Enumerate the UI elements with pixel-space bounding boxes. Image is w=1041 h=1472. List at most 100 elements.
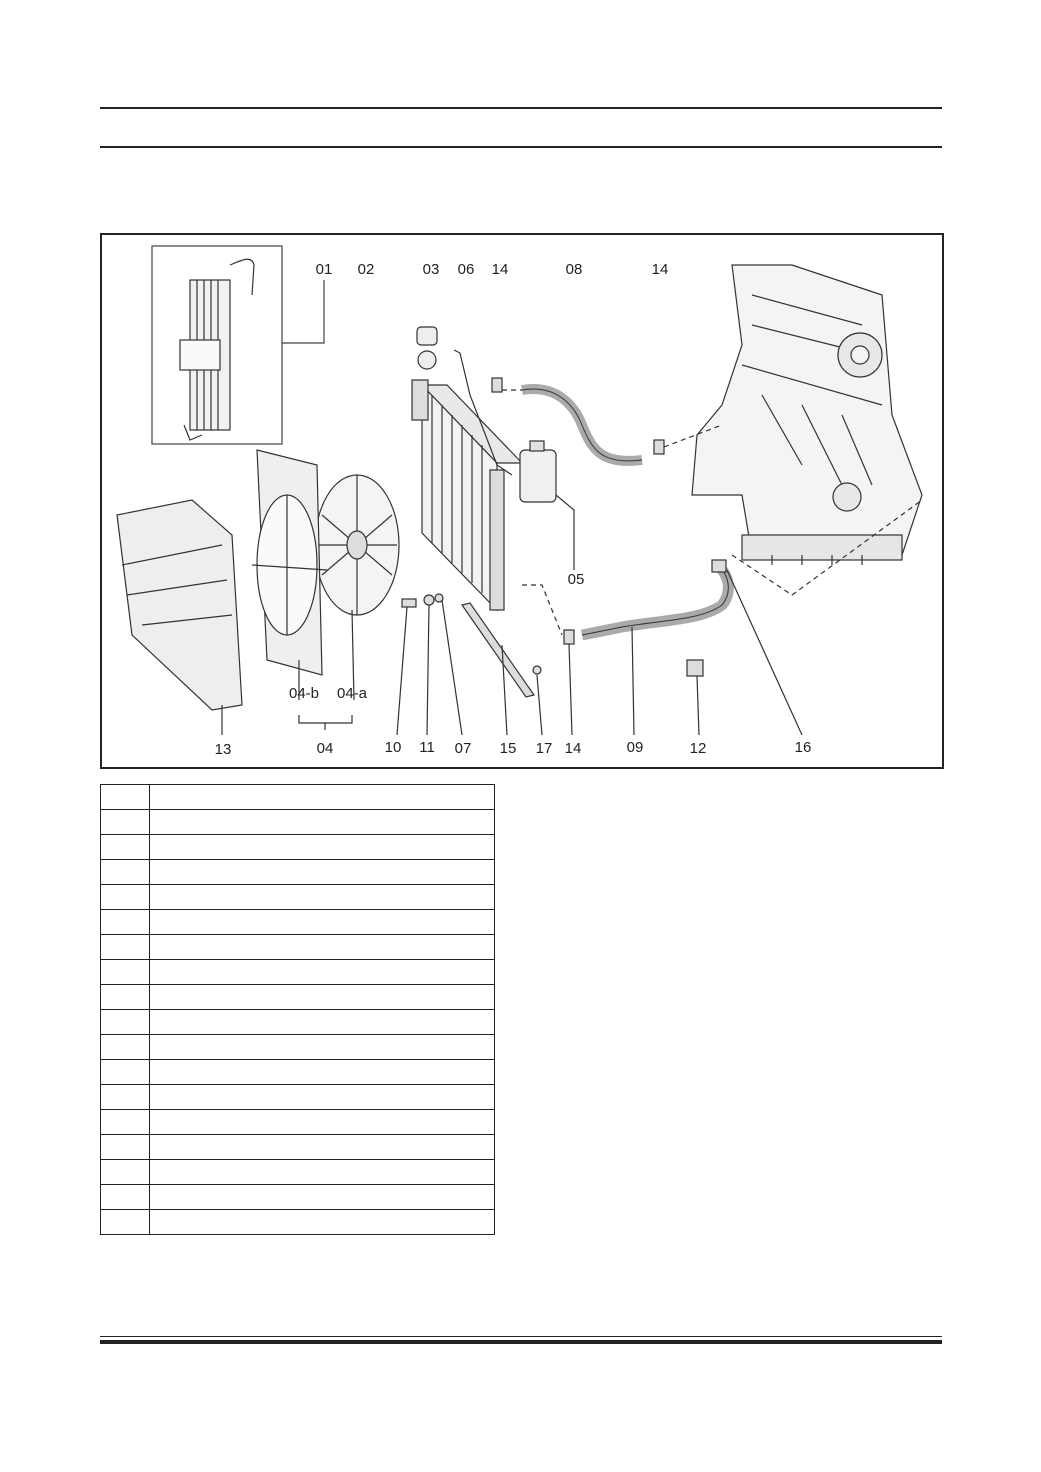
legend-number-cell xyxy=(100,884,150,910)
callout-06: 06 xyxy=(457,261,475,278)
nut-17 xyxy=(532,665,542,675)
callout-15: 15 xyxy=(499,740,517,757)
legend-number-cell xyxy=(100,1109,150,1135)
footer-rule-thin xyxy=(100,1336,942,1337)
seal-strip xyxy=(461,602,535,698)
header-rule-top xyxy=(100,107,942,109)
legend-row xyxy=(100,859,495,885)
legend-row xyxy=(100,909,495,935)
expansion-tank xyxy=(519,449,557,503)
legend-number-cell xyxy=(100,1034,150,1060)
header-rule-bottom xyxy=(100,146,942,148)
legend-row xyxy=(100,1159,495,1185)
callout-04: 04 xyxy=(316,740,334,757)
callout-02: 02 xyxy=(357,261,375,278)
cap xyxy=(416,326,438,346)
legend-number-cell xyxy=(100,809,150,835)
callout-09: 09 xyxy=(626,739,644,756)
radiator xyxy=(411,350,524,612)
legend-row xyxy=(100,1034,495,1060)
hose-06 xyxy=(453,349,513,476)
callout-03: 03 xyxy=(422,261,440,278)
legend-row xyxy=(100,1059,495,1085)
legend-description-cell xyxy=(149,1109,495,1135)
callout-10: 10 xyxy=(384,739,402,756)
legend-description-cell xyxy=(149,934,495,960)
legend-number-cell xyxy=(100,1159,150,1185)
legend-row xyxy=(100,1084,495,1110)
clamp-16 xyxy=(711,559,727,573)
callout-05: 05 xyxy=(567,571,585,588)
fan xyxy=(314,474,400,616)
legend-row xyxy=(100,1109,495,1135)
clip-12 xyxy=(686,659,704,677)
legend-row xyxy=(100,1184,495,1210)
callout-01: 01 xyxy=(315,261,333,278)
parts-legend-table xyxy=(100,784,495,1235)
callout-08: 08 xyxy=(565,261,583,278)
callout-12: 12 xyxy=(689,740,707,757)
legend-number-cell xyxy=(100,1084,150,1110)
callout-14-right: 14 xyxy=(651,261,669,278)
legend-number-cell xyxy=(100,784,150,810)
legend-number-cell xyxy=(100,1009,150,1035)
legend-description-cell xyxy=(149,1059,495,1085)
legend-row xyxy=(100,784,495,810)
legend-number-cell xyxy=(100,859,150,885)
legend-number-cell xyxy=(100,1184,150,1210)
legend-description-cell xyxy=(149,1209,495,1235)
legend-row xyxy=(100,1209,495,1235)
legend-row xyxy=(100,1134,495,1160)
legend-row xyxy=(100,1009,495,1035)
bolt-10 xyxy=(401,598,417,608)
callout-14-top: 14 xyxy=(491,261,509,278)
inset-frame xyxy=(151,245,283,445)
clamp-14b xyxy=(653,439,665,455)
callout-14-bottom: 14 xyxy=(564,740,582,757)
legend-description-cell xyxy=(149,1184,495,1210)
clamp-14c xyxy=(563,629,575,645)
callout-04-b: 04-b xyxy=(288,685,320,702)
legend-description-cell xyxy=(149,1034,495,1060)
legend-description-cell xyxy=(149,909,495,935)
legend-number-cell xyxy=(100,934,150,960)
legend-description-cell xyxy=(149,859,495,885)
legend-number-cell xyxy=(100,834,150,860)
legend-row xyxy=(100,834,495,860)
legend-description-cell xyxy=(149,1159,495,1185)
legend-number-cell xyxy=(100,1209,150,1235)
legend-row xyxy=(100,884,495,910)
legend-number-cell xyxy=(100,909,150,935)
diagram-artwork xyxy=(116,245,923,736)
legend-number-cell xyxy=(100,1059,150,1085)
legend-description-cell xyxy=(149,834,495,860)
cooling-system-exploded-diagram: 01 02 03 06 14 08 14 05 04-b 04-a 04 13 … xyxy=(100,233,944,769)
legend-row xyxy=(100,934,495,960)
footer-rule-thick xyxy=(100,1340,942,1344)
legend-description-cell xyxy=(149,884,495,910)
splash-shield xyxy=(116,499,243,711)
legend-description-cell xyxy=(149,959,495,985)
legend-description-cell xyxy=(149,784,495,810)
legend-description-cell xyxy=(149,1134,495,1160)
legend-row xyxy=(100,984,495,1010)
legend-description-cell xyxy=(149,1009,495,1035)
fan-shroud xyxy=(251,449,328,676)
engine-block xyxy=(691,264,923,565)
inset-radiator-assembly xyxy=(179,258,255,441)
legend-row xyxy=(100,959,495,985)
callout-16: 16 xyxy=(794,739,812,756)
callout-04-a: 04-a xyxy=(336,685,368,702)
clamp-14a xyxy=(491,377,503,393)
legend-description-cell xyxy=(149,1084,495,1110)
legend-number-cell xyxy=(100,1134,150,1160)
legend-description-cell xyxy=(149,809,495,835)
legend-number-cell xyxy=(100,984,150,1010)
hose-09 xyxy=(580,560,734,641)
legend-row xyxy=(100,809,495,835)
callout-07: 07 xyxy=(454,740,472,757)
washer-11 xyxy=(423,594,435,606)
legend-description-cell xyxy=(149,984,495,1010)
callout-17: 17 xyxy=(535,740,553,757)
legend-number-cell xyxy=(100,959,150,985)
